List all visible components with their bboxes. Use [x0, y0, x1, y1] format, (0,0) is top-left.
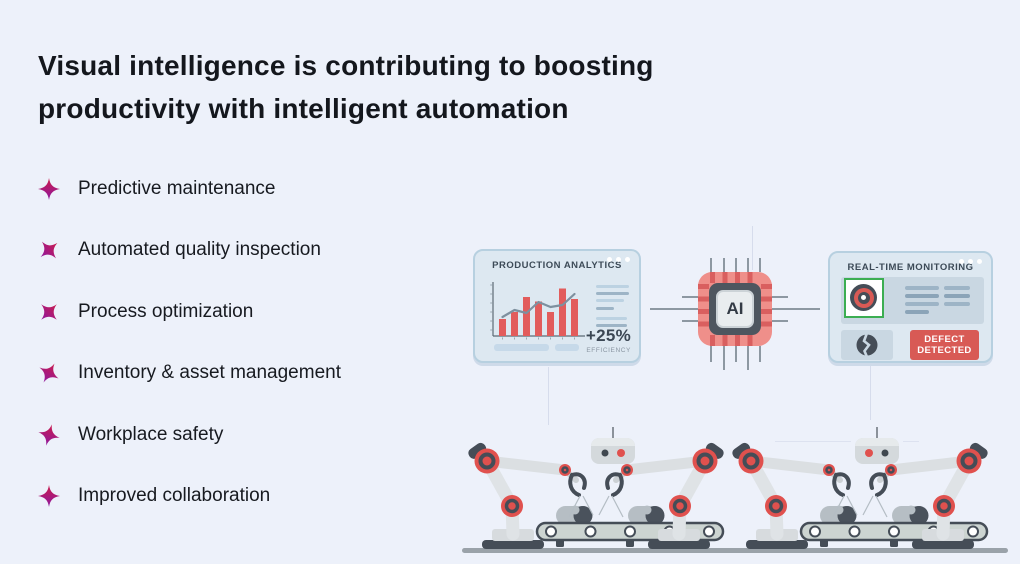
defect-alert-line1: DEFECT: [924, 333, 965, 345]
chip-pin: [747, 258, 749, 272]
four-point-star-icon: [38, 485, 60, 508]
bullet-label: Process optimization: [78, 300, 254, 322]
chip-pin: [650, 308, 698, 310]
chip-pin: [682, 320, 698, 322]
chip-pin: [747, 346, 749, 370]
analytics-panel-title: PRODUCTION ANALYTICS: [492, 260, 622, 271]
chip-pin: [735, 346, 737, 362]
placeholder-text-line: [596, 316, 627, 320]
connector-line: [903, 441, 919, 442]
four-point-star-icon: [41, 303, 57, 320]
chip-pin: [682, 296, 698, 298]
four-point-star-icon: [39, 363, 59, 383]
defective-part-thumbnail: [841, 330, 893, 360]
production-analytics-panel: PRODUCTION ANALYTICS +25% EFFICIENCY: [473, 249, 641, 363]
efficiency-value: +25%: [585, 326, 631, 345]
four-point-star-icon: [40, 241, 58, 259]
list-item: Inventory & asset management: [38, 343, 341, 405]
chip-pin: [772, 296, 788, 298]
list-item: Predictive maintenance: [38, 158, 341, 220]
placeholder-text-line: [905, 310, 970, 314]
connector-line: [752, 226, 753, 270]
vision-sensor-icon: [854, 426, 900, 465]
placeholder-text-line: [905, 302, 970, 306]
chip-pin: [710, 346, 712, 362]
bullet-label: Inventory & asset management: [78, 362, 341, 384]
placeholder-text-line: [905, 286, 970, 290]
placeholder-text-lines: [596, 285, 629, 331]
camera-lens-icon: [850, 284, 877, 311]
connector-line: [870, 366, 871, 420]
page-title-line2: productivity with intelligent automation: [38, 93, 569, 124]
four-point-star-icon: [38, 177, 60, 200]
placeholder-text-lines: [905, 286, 970, 318]
defect-alert-line2: DETECTED: [917, 345, 972, 356]
bullet-list: Predictive maintenance Automated quality…: [38, 158, 341, 527]
chip-pin: [772, 320, 788, 322]
window-dots: [607, 257, 630, 262]
chip-stripe: [761, 284, 772, 334]
placeholder-text-line: [596, 323, 627, 327]
placeholder-text-line: [596, 306, 614, 310]
ai-chip-label: AI: [716, 290, 754, 328]
placeholder-text-line: [596, 292, 629, 296]
chip-pin: [710, 258, 712, 272]
bullet-label: Improved collaboration: [78, 485, 271, 507]
placeholder-text-line: [596, 285, 629, 288]
ai-chip-icon: AI: [650, 258, 820, 370]
window-dots: [959, 259, 982, 264]
list-item: Workplace safety: [38, 404, 341, 466]
chip-stripe: [710, 335, 760, 346]
factory-automation-scene: [462, 426, 1008, 553]
monitoring-panel-title: REAL-TIME MONITORING: [847, 262, 974, 273]
page-title-line1: Visual intelligence is contributing to b…: [38, 50, 654, 81]
connector-line: [548, 367, 549, 425]
chip-stripe: [710, 272, 760, 283]
defect-alert-badge: DEFECT DETECTED: [910, 330, 979, 360]
floor-line: [462, 548, 1008, 553]
chip-pin: [772, 308, 820, 310]
bullet-label: Predictive maintenance: [78, 177, 276, 199]
list-item: Automated quality inspection: [38, 220, 341, 282]
chip-pin: [723, 346, 725, 370]
bullet-label: Workplace safety: [78, 423, 224, 445]
chip-pin: [723, 258, 725, 272]
list-item: Process optimization: [38, 281, 341, 343]
page-title: Visual intelligence is contributing to b…: [38, 44, 654, 130]
placeholder-text-line: [905, 294, 970, 298]
connector-line: [775, 441, 851, 442]
chip-pin: [759, 258, 761, 272]
real-time-monitoring-panel: REAL-TIME MONITORING DEFECT DETECTED: [828, 251, 993, 363]
list-item: Improved collaboration: [38, 466, 341, 528]
bar-chart: [490, 282, 585, 340]
efficiency-label: EFFICIENCY: [586, 347, 631, 354]
efficiency-stat: +25% EFFICIENCY: [586, 326, 631, 354]
vision-sensor-icon: [590, 426, 636, 465]
placeholder-text-line: [596, 299, 624, 303]
inspection-frame: [844, 278, 884, 318]
progress-pill: [494, 344, 549, 351]
chip-stripe: [698, 284, 709, 334]
cracked-part-icon: [856, 332, 878, 358]
chip-pin: [735, 258, 737, 272]
four-point-star-icon: [38, 424, 60, 446]
bullet-label: Automated quality inspection: [78, 239, 321, 261]
progress-pill: [555, 344, 579, 351]
chip-pin: [759, 346, 761, 362]
